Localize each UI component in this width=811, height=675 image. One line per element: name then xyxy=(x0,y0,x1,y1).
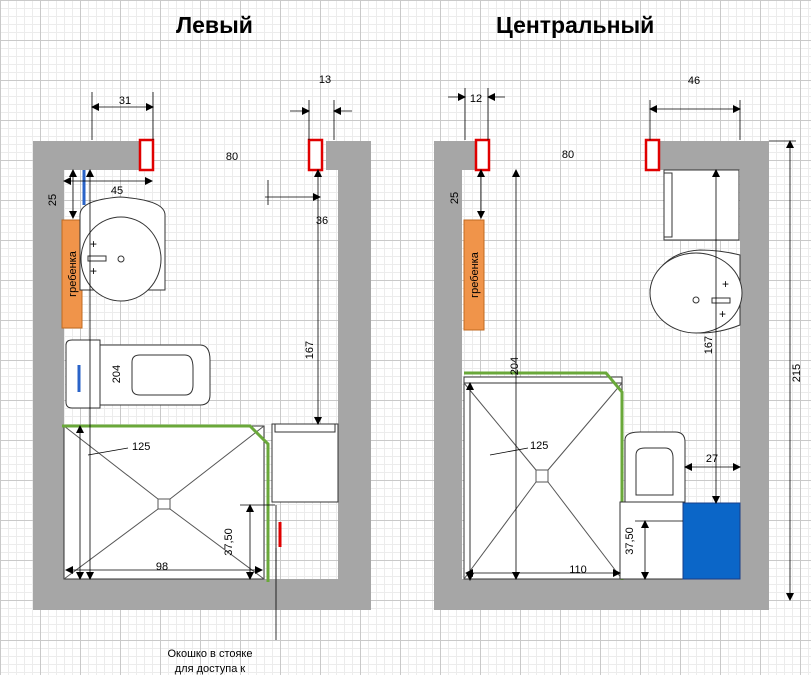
left-dim-125: 125 xyxy=(132,441,150,453)
center-riser-pipe-1 xyxy=(474,138,491,172)
left-sink-bowl xyxy=(80,216,162,302)
center-shower-drain xyxy=(535,469,549,483)
center-washing-machine xyxy=(663,169,740,241)
left-riser-pipe-2 xyxy=(307,138,324,172)
center-dim-27: 27 xyxy=(706,453,718,465)
left-plan-title: Левый xyxy=(176,12,253,38)
left-plan: гребенка + + 31 xyxy=(33,74,371,675)
left-dim-13: 13 xyxy=(319,74,331,86)
center-sink-drain xyxy=(692,296,700,304)
center-toilet-tank xyxy=(619,501,684,580)
left-note-line-2: для доступа к xyxy=(175,663,246,675)
left-shower-edge xyxy=(62,424,270,582)
center-dim-12: 12 xyxy=(470,93,482,105)
center-dim-125: 125 xyxy=(530,440,548,452)
center-blue-unit xyxy=(682,502,741,580)
left-comb-label: гребенка xyxy=(67,250,79,297)
center-comb xyxy=(463,219,485,331)
center-dim-25: 25 xyxy=(449,192,461,204)
left-sink-drain xyxy=(117,255,125,263)
left-riser-box xyxy=(271,423,339,503)
left-dim-204: 204 xyxy=(111,365,123,383)
center-sink-tap xyxy=(711,297,731,304)
left-dim-25: 25 xyxy=(47,194,59,206)
center-dim-46: 46 xyxy=(688,75,700,87)
center-riser-pipe-2 xyxy=(644,138,661,172)
svg-text:+: + xyxy=(722,277,729,291)
left-dim-80: 80 xyxy=(226,151,238,163)
svg-text:+: + xyxy=(90,237,97,251)
left-toilet-tank xyxy=(65,339,101,409)
center-dim-110: 110 xyxy=(569,564,587,576)
left-note-line-1: Окошко в стояке xyxy=(168,648,253,660)
center-comb-label: гребенка xyxy=(469,251,481,298)
center-plan: гребенка + + 12 46 xyxy=(434,75,803,610)
left-dim-98: 98 xyxy=(156,561,168,573)
center-dim-215: 215 xyxy=(791,364,803,382)
center-dim-80: 80 xyxy=(562,149,574,161)
center-plan-title: Центральный xyxy=(496,12,655,38)
center-dim-204: 204 xyxy=(509,357,521,375)
left-toilet-bowl xyxy=(131,354,194,396)
left-riser-pipe-1 xyxy=(138,138,155,172)
center-dim-167: 167 xyxy=(703,336,715,354)
svg-text:+: + xyxy=(90,264,97,278)
left-shower-drain xyxy=(157,498,171,510)
center-shower-edge xyxy=(464,371,624,580)
svg-text:+: + xyxy=(719,307,726,321)
center-sink-bowl xyxy=(649,252,743,334)
center-toilet-bowl xyxy=(635,447,674,496)
left-dim-37-50: 37,50 xyxy=(223,528,235,556)
left-dim-45: 45 xyxy=(111,185,123,197)
left-dim-31: 31 xyxy=(119,95,131,107)
left-dim-167: 167 xyxy=(304,341,316,359)
left-sink-tap xyxy=(87,255,107,262)
center-dim-37-50: 37,50 xyxy=(624,527,636,555)
